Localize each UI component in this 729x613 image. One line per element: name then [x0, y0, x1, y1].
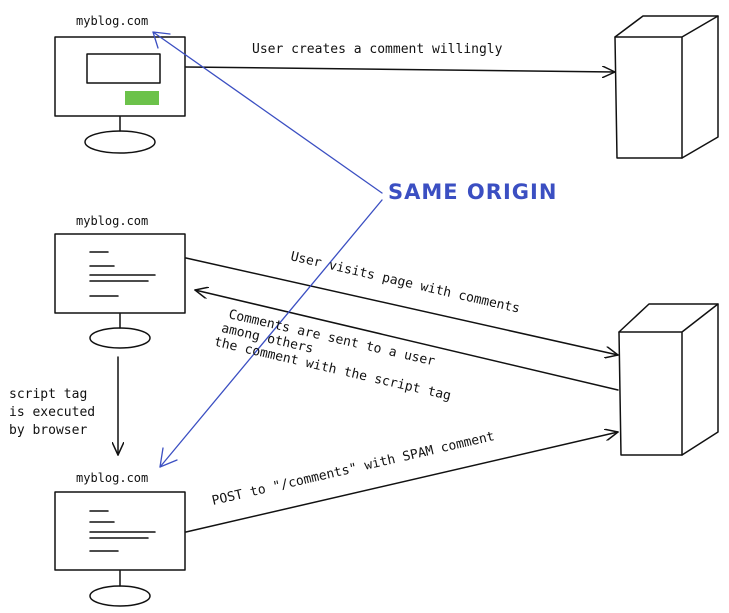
monitor-mid-text-lines — [89, 251, 156, 297]
monitor-bottom-label: myblog.com — [76, 471, 148, 485]
same-origin-arrowhead-top — [152, 31, 171, 49]
server-bottom-outline — [618, 303, 719, 456]
arrow-post-spam — [185, 432, 619, 533]
monitor-mid-label: myblog.com — [76, 214, 148, 228]
label-script-1: script tag — [9, 387, 87, 402]
monitor-mid: myblog.com — [54, 214, 186, 349]
arrow-create-comment — [185, 67, 616, 72]
arrow-visit-page — [185, 257, 619, 355]
monitor-top: myblog.com — [54, 14, 186, 154]
server-top-edges — [614, 15, 719, 159]
monitor-top-screen — [54, 36, 186, 117]
comment-textbox — [86, 53, 161, 84]
same-origin-label: SAME ORIGIN — [388, 180, 557, 204]
server-bottom-edges — [618, 303, 719, 456]
label-comments-sent-group: Comments are sent to a user among others… — [213, 307, 453, 404]
label-create-comment: User creates a comment willingly — [252, 42, 503, 57]
submit-button — [125, 91, 159, 105]
same-origin-arrowhead-bottom — [159, 447, 178, 468]
monitor-bottom-text-lines — [89, 510, 156, 552]
same-origin-line-top — [152, 31, 383, 194]
label-post-spam: POST to "/comments" with SPAM comment — [211, 429, 497, 509]
monitor-bottom-base — [89, 585, 151, 607]
monitor-top-label: myblog.com — [76, 14, 148, 28]
label-script-2: is executed — [9, 405, 95, 420]
monitor-mid-base — [89, 327, 151, 349]
server-top — [614, 15, 719, 159]
arrow-comments-sent — [194, 290, 619, 391]
label-script-executed-group: script tag is executed by browser — [9, 387, 95, 438]
same-origin-group: SAME ORIGIN — [152, 31, 557, 468]
monitor-top-base — [84, 130, 156, 154]
monitor-mid-screen — [54, 233, 186, 314]
same-origin-line-bottom — [159, 199, 383, 468]
monitor-bottom-screen — [54, 491, 186, 571]
monitor-bottom: myblog.com — [54, 471, 186, 607]
server-bottom — [618, 303, 719, 456]
server-top-outline — [614, 15, 719, 159]
label-script-3: by browser — [9, 423, 87, 438]
